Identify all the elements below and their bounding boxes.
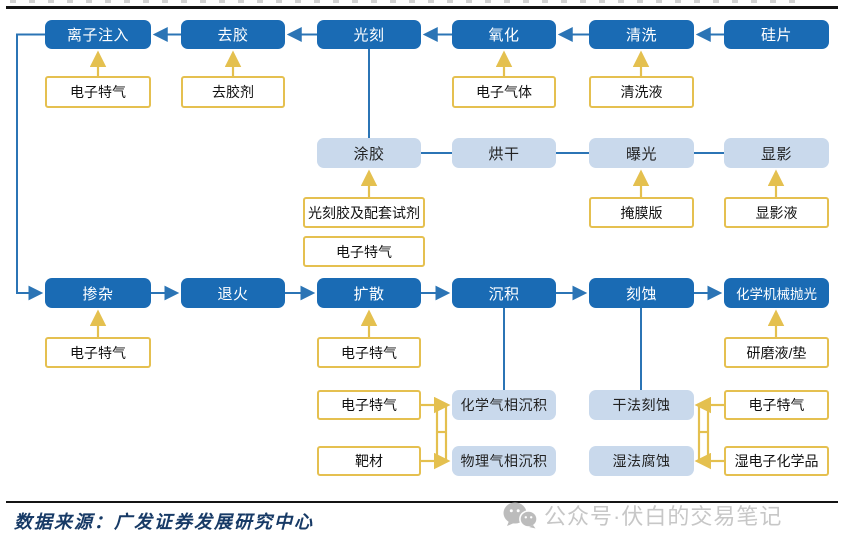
material-electronic-special-gas-doping: 电子特气 bbox=[45, 337, 151, 368]
node-wet-etching: 湿法腐蚀 bbox=[589, 446, 694, 476]
material-photomask: 掩膜版 bbox=[589, 197, 694, 228]
material-cleaning-solution: 清洗液 bbox=[589, 76, 694, 108]
data-source-note: 数据来源：广发证券发展研究中心 bbox=[14, 512, 314, 532]
material-photoresist-and-reagents: 光刻胶及配套试剂 bbox=[303, 197, 425, 228]
node-lithography: 光刻 bbox=[317, 20, 421, 49]
node-silicon-wafer: 硅片 bbox=[724, 20, 829, 49]
node-ion-implant: 离子注入 bbox=[45, 20, 151, 49]
node-strip-resist: 去胶 bbox=[181, 20, 285, 49]
node-pvd: 物理气相沉积 bbox=[452, 446, 556, 476]
node-development: 显影 bbox=[724, 138, 829, 168]
material-electronic-special-gas-ion: 电子特气 bbox=[45, 76, 151, 108]
node-exposure: 曝光 bbox=[589, 138, 694, 168]
clipped-title-remnant bbox=[10, 0, 800, 3]
material-resist-stripper: 去胶剂 bbox=[181, 76, 285, 108]
bottom-rule bbox=[6, 501, 838, 503]
node-etching: 刻蚀 bbox=[589, 278, 694, 308]
watermark-text: 公众号·伏白的交易笔记 bbox=[544, 504, 783, 529]
watermark: 公众号·伏白的交易笔记 bbox=[503, 499, 782, 531]
node-cleaning: 清洗 bbox=[589, 20, 694, 49]
node-diffusion: 扩散 bbox=[317, 278, 421, 308]
material-electronic-gases: 电子气体 bbox=[452, 76, 556, 108]
node-annealing: 退火 bbox=[181, 278, 285, 308]
node-cvd: 化学气相沉积 bbox=[452, 390, 556, 420]
material-developer-solution: 显影液 bbox=[724, 197, 829, 228]
material-electronic-special-gas-etching: 电子特气 bbox=[724, 390, 829, 420]
node-coating: 涂胶 bbox=[317, 138, 421, 168]
node-dry-etching: 干法刻蚀 bbox=[589, 390, 694, 420]
node-baking: 烘干 bbox=[452, 138, 556, 168]
node-deposition: 沉积 bbox=[452, 278, 556, 308]
material-electronic-special-gas-diffusion: 电子特气 bbox=[317, 337, 421, 368]
wechat-icon bbox=[503, 502, 538, 528]
node-doping: 掺杂 bbox=[45, 278, 151, 308]
material-electronic-special-gas-deposition: 电子特气 bbox=[317, 390, 421, 420]
node-cmp: 化学机械抛光 bbox=[724, 278, 829, 308]
material-sputtering-target: 靶材 bbox=[317, 446, 421, 476]
top-rule bbox=[6, 6, 838, 9]
material-electronic-special-gas-coating: 电子特气 bbox=[303, 236, 425, 267]
node-oxidation: 氧化 bbox=[452, 20, 556, 49]
material-slurry-pad: 研磨液/垫 bbox=[724, 337, 829, 368]
material-wet-electronic-chemicals: 湿电子化学品 bbox=[724, 446, 829, 476]
